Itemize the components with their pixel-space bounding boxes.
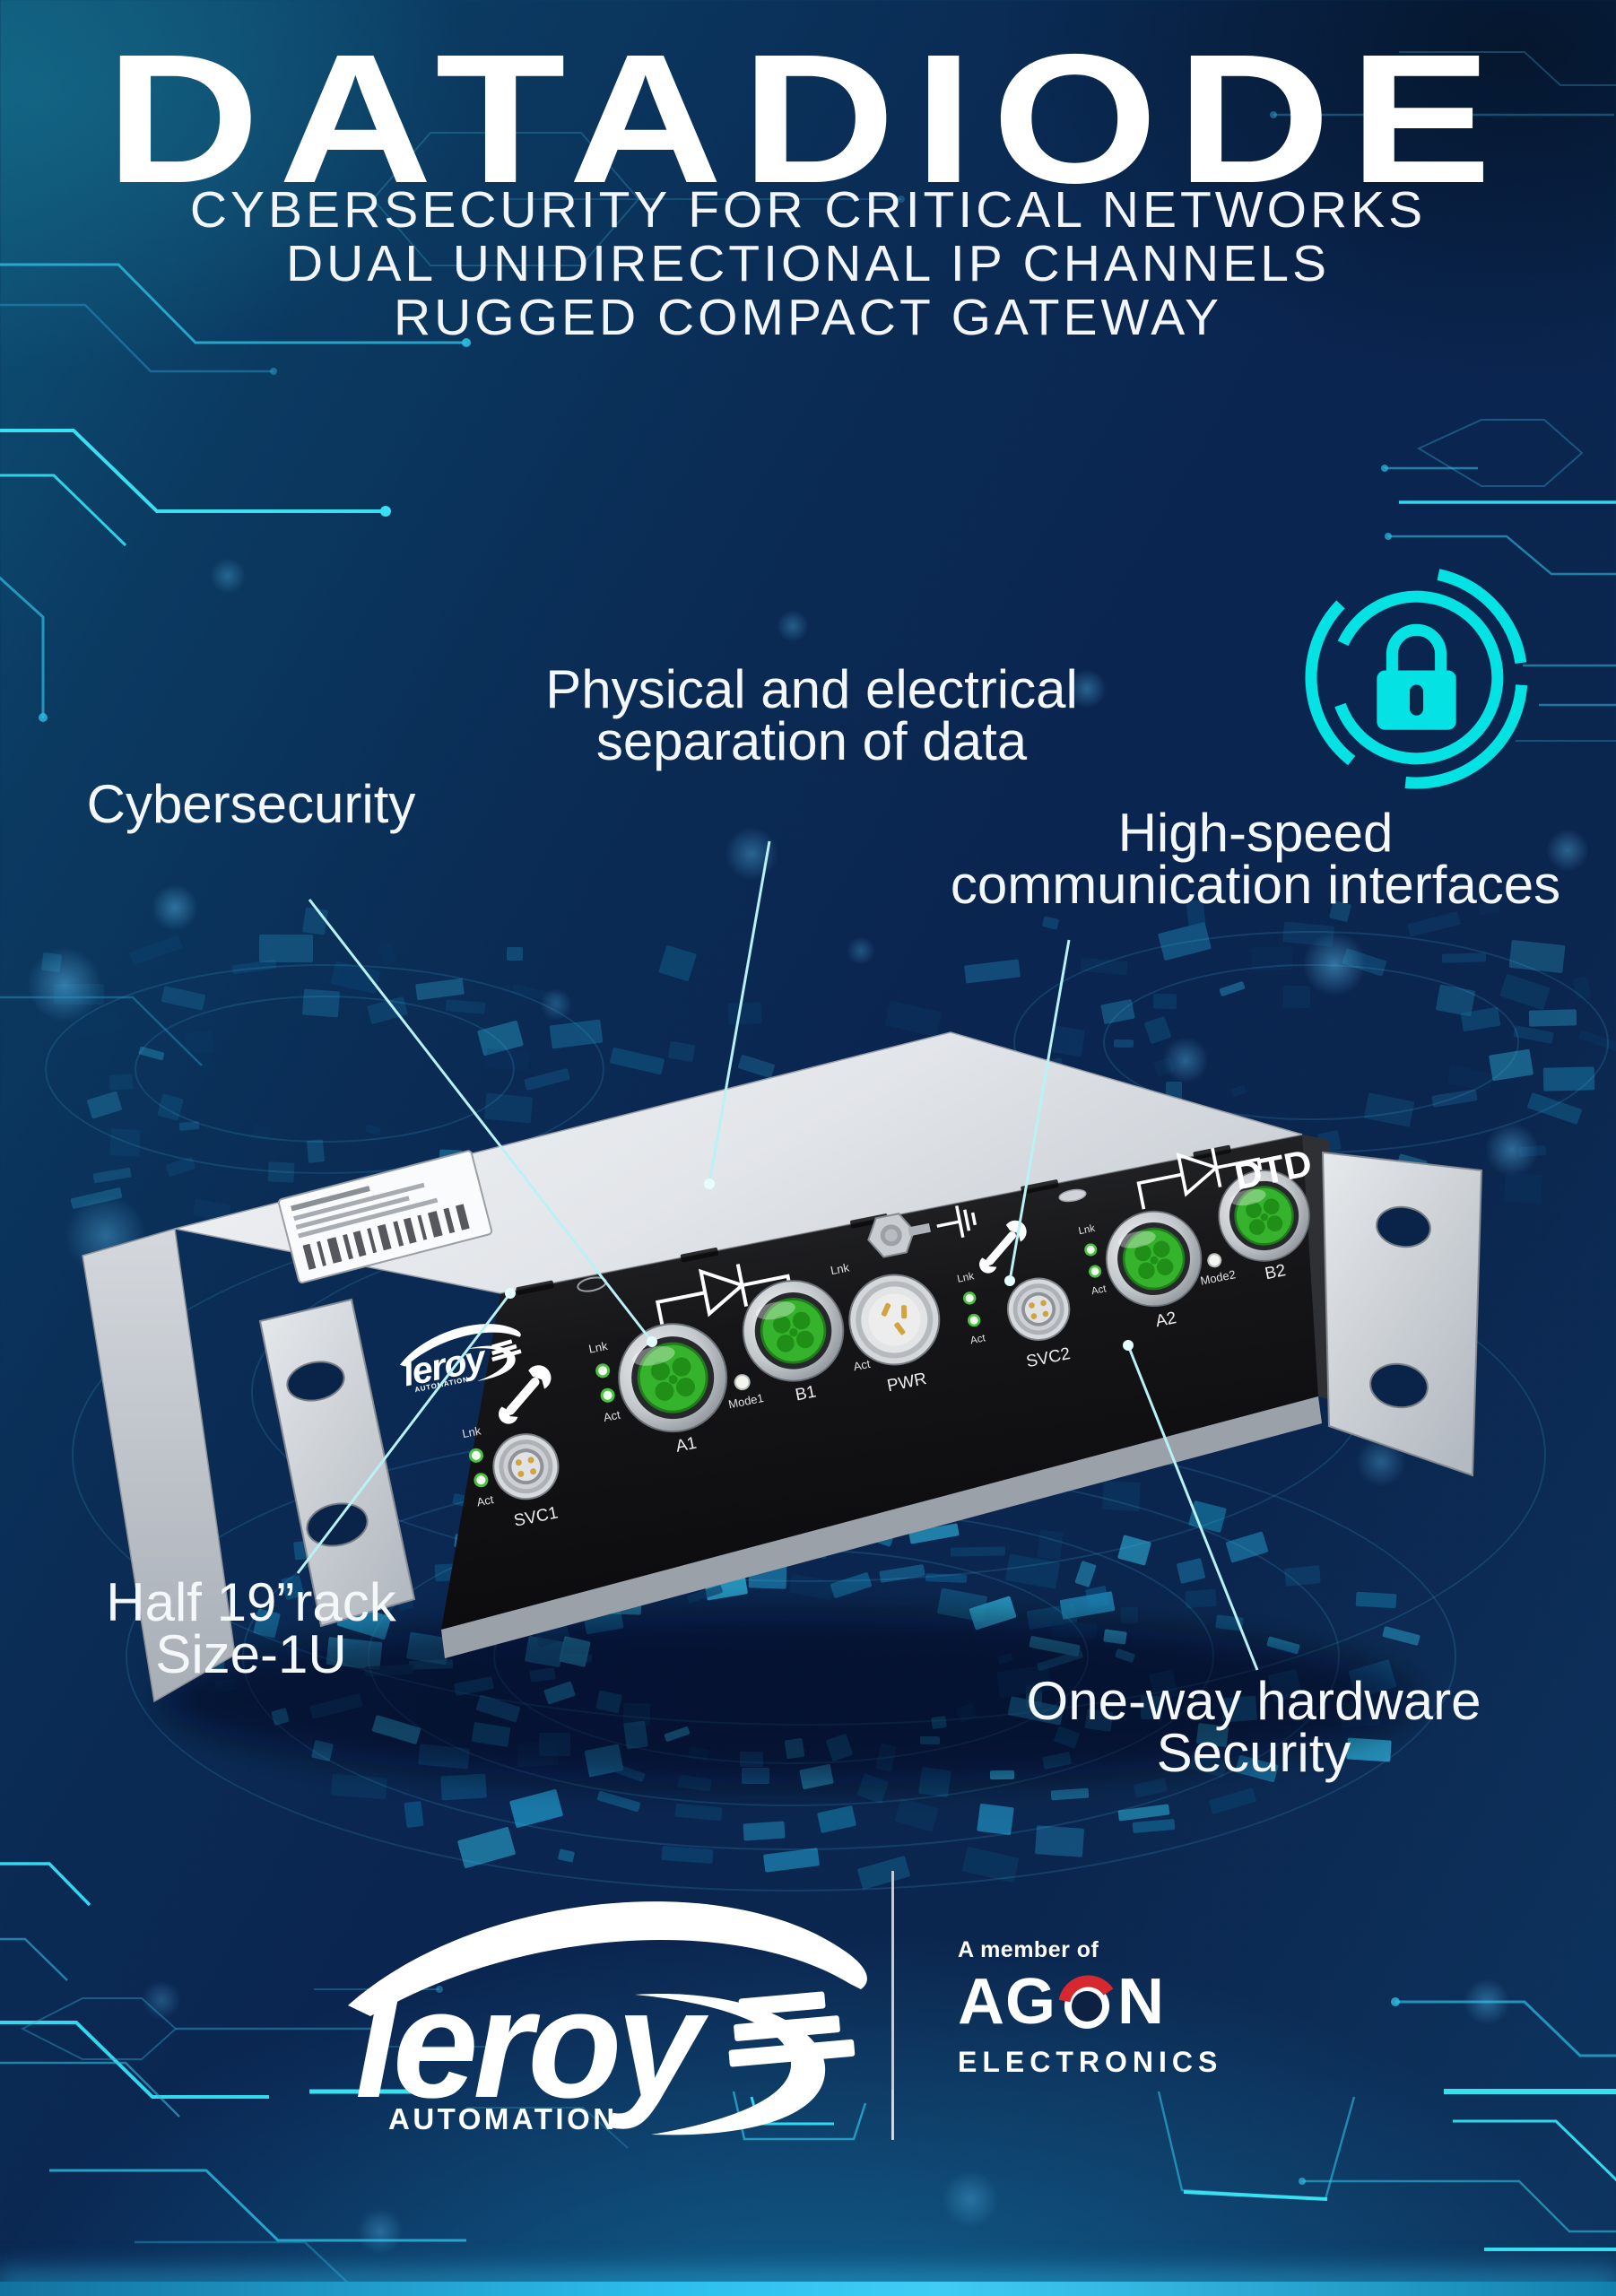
callout-highspeed-line2: communication interfaces [950,855,1561,915]
agon-member-of: A member of [958,1937,1099,1962]
act-label: Act [1090,1283,1108,1297]
bokeh-glow [1067,669,1107,709]
callout-lines [296,840,1259,1671]
callout-line-cybersecurity [308,899,654,1343]
callout-line-rack [296,1292,512,1574]
bokeh-glow [725,827,778,881]
led-column-a1: Lnk Act [587,1339,622,1424]
led-column-svc1: Lnk Act [461,1423,495,1509]
bokeh-glow [847,936,875,965]
act-label: Act [475,1492,495,1509]
callout-rack-line2: Size-1U [155,1624,347,1684]
radar-ring [45,964,604,1174]
leroy-sub: AUTOMATION [388,2102,618,2135]
callout-separation: Physical and electrical separation of da… [466,659,1157,771]
led-column-a2: Lnk Act [1078,1223,1108,1298]
agon-electronics: ELECTRONICS [958,2046,1223,2078]
rack-ear-left [258,1298,416,1628]
bokeh-glow [942,2170,999,2228]
lnk-label: Lnk [461,1423,482,1440]
page-title: DATADIODE [105,16,1511,222]
bokeh-glow [540,988,572,1021]
footer-divider [891,1871,894,2140]
agon-letters-right: N [1117,1966,1165,2038]
lock-shackle [1386,623,1447,671]
agon-logo: A member of AG N ELECTRONICS [958,1937,1263,2079]
bokeh-glow [1485,1123,1539,1177]
leroy-wordmark: leroy [355,1958,708,2130]
subtitle-line-1: CYBERSECURITY FOR CRITICAL NETWORKS [189,181,1427,239]
trace-dot [462,338,471,347]
bokeh-glow [1546,829,1589,872]
port-label-b1: B1 [794,1382,818,1405]
port-label-b2: B2 [1264,1261,1288,1283]
subtitle-line-3: RUGGED COMPACT GATEWAY [393,289,1223,346]
bokeh-glow [1162,1037,1209,1083]
bokeh-glow [152,884,198,931]
rack-ear-right [1321,1151,1483,1477]
device-bottom-lip [441,1396,1322,1658]
bokeh-glow [27,947,102,1022]
subtitle-block: CYBERSECURITY FOR CRITICAL NETWORKS DUAL… [0,183,1616,344]
bokeh-glow [210,558,246,594]
leroy-swoosh [348,1901,867,2016]
device-shadow [161,1614,1417,1785]
callout-separation-line2: separation of data [595,711,1028,771]
act-label: Act [969,1332,987,1346]
leroy-logo: leroy AUTOMATION [348,1901,867,2135]
agon-wordmark: AG N [958,1966,1263,2038]
lock-icon [1305,569,1528,789]
callout-line-highspeed [1008,939,1071,1282]
lnk-label: Lnk [830,1260,851,1277]
lnk-label: Lnk [1078,1223,1097,1237]
act-label: Act [603,1408,622,1424]
bokeh-glow [1302,932,1367,996]
callout-rack: Half 19”rack Size-1U [36,1572,466,1684]
callout-highspeed-line1: High-speed [1117,803,1394,863]
act-label: Act [852,1357,872,1373]
device-label-sticker [277,1150,493,1284]
agon-letters-left: AG [958,1966,1056,2038]
port-label-a2: A2 [1154,1309,1178,1331]
lnk-label: Lnk [956,1270,975,1284]
callout-rack-line1: Half 19”rack [106,1572,396,1632]
agon-o-icon [1058,1975,1114,2029]
ground-symbol [936,1205,977,1239]
lock-keyhole [1409,684,1424,716]
device-front-panel [441,1135,1318,1630]
port-label-a1: A1 [674,1434,699,1457]
callout-oneway: One-way hardware Security [949,1671,1559,1783]
callout-oneway-line1: One-way hardware [1026,1671,1481,1731]
mode1-led [734,1374,751,1391]
callout-cybersecurity: Cybersecurity [86,774,416,834]
callout-dots [505,1178,1134,1351]
led-column-svc2: Lnk Act [956,1270,987,1346]
bottom-glow-strip [0,2282,1616,2296]
ground-stud [867,1213,931,1258]
callout-highspeed: High-speed communication interfaces [897,803,1614,915]
bokeh-glow [777,610,809,642]
callout-oneway-line2: Security [1156,1723,1351,1783]
callout-separation-line1: Physical and electrical [545,659,1078,719]
bokeh-glow [142,1980,181,2020]
mode2-led [1207,1253,1222,1268]
subtitle-line-2: DUAL UNIDIRECTIONAL IP CHANNELS [286,235,1330,292]
bokeh-glow [357,2208,404,2255]
lnk-label: Lnk [587,1339,609,1356]
callout-line-separation [708,840,771,1185]
callout-line-oneway [1126,1344,1259,1671]
device-chassis [82,1031,1483,1703]
